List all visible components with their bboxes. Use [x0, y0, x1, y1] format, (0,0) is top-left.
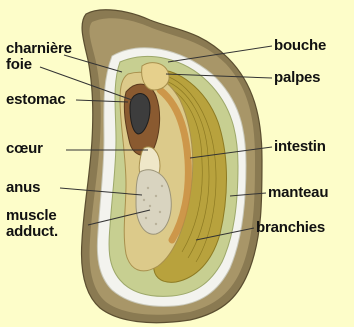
label-adduct: adduct.: [6, 224, 58, 239]
label-anus: anus: [6, 180, 40, 195]
label-muscle: muscle: [6, 208, 57, 223]
label-palpes: palpes: [274, 70, 320, 85]
label-foie: foie: [6, 57, 32, 72]
label-branchies: branchies: [256, 220, 325, 235]
label-estomac: estomac: [6, 92, 65, 107]
label-coeur: cœur: [6, 141, 43, 156]
label-manteau: manteau: [268, 185, 328, 200]
label-bouche: bouche: [274, 38, 326, 53]
label-charniere: charnière: [6, 41, 72, 56]
palps: [142, 63, 169, 90]
label-intestin: intestin: [274, 139, 326, 154]
